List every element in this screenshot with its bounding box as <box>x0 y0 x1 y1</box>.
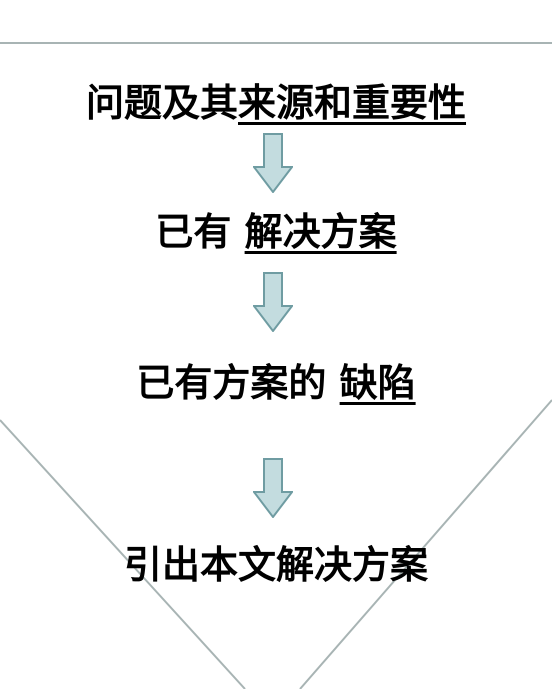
step-1-plain: 问题及其 <box>85 81 238 125</box>
down-arrow-icon <box>253 133 293 193</box>
step-2-plain: 已有 <box>155 210 245 254</box>
step-3-plain: 已有方案的 <box>136 361 340 405</box>
funnel-left-line <box>0 419 246 689</box>
step-problem-source-importance: 问题及其来源和重要性 <box>0 80 552 126</box>
step-solution-defects: 已有方案的 缺陷 <box>0 360 552 406</box>
funnel-right-line <box>299 399 552 689</box>
step-1-underlined: 来源和重要性 <box>238 81 467 125</box>
step-4-plain: 引出本文解决方案 <box>123 543 428 587</box>
down-arrow-icon <box>253 458 293 518</box>
step-introduce-our-solution: 引出本文解决方案 <box>0 542 552 588</box>
step-3-underlined: 缺陷 <box>339 361 416 405</box>
step-existing-solutions: 已有 解决方案 <box>0 209 552 255</box>
down-arrow-icon <box>253 272 293 332</box>
step-2-underlined: 解决方案 <box>244 210 397 254</box>
